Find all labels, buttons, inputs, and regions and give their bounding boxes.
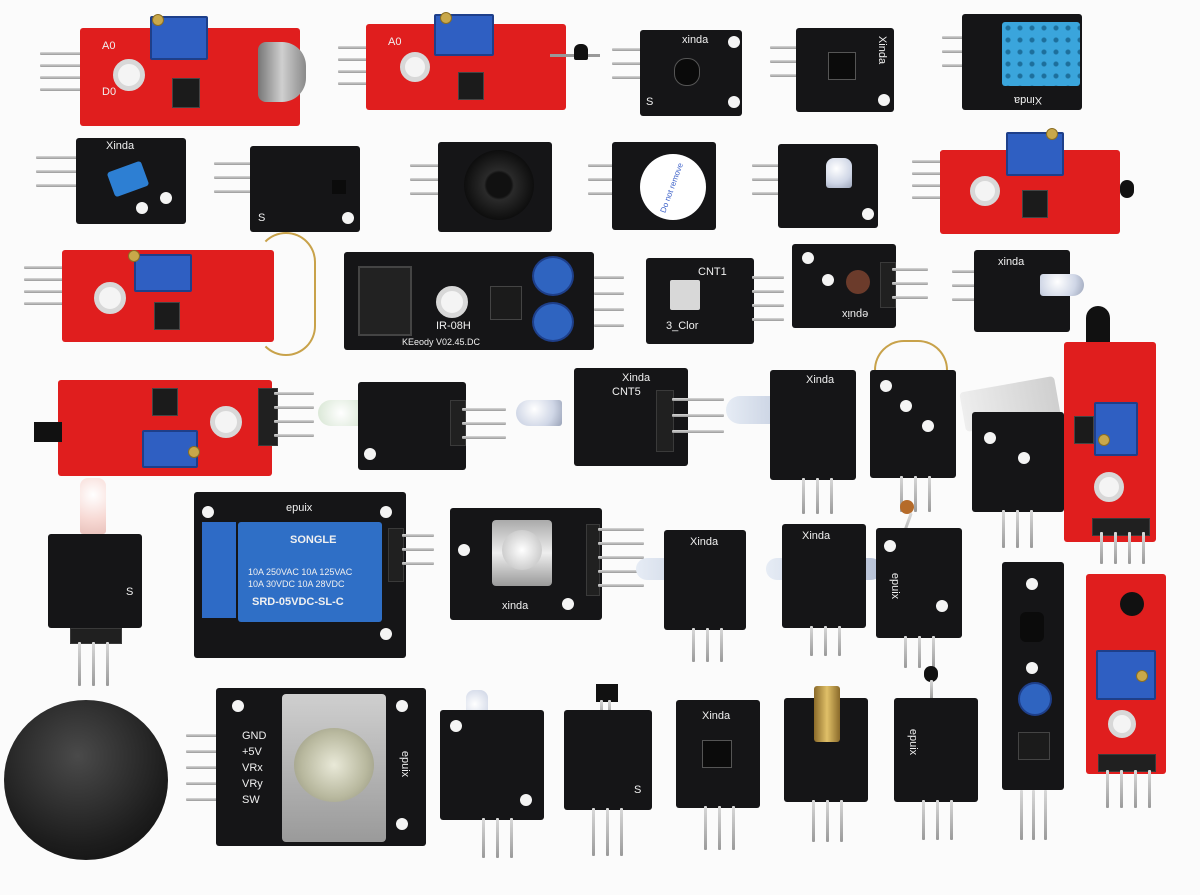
- cnt5-label: CNT5: [612, 386, 641, 398]
- brand-label: xinda: [998, 256, 1025, 268]
- hall-sensor-module-2: S: [562, 684, 654, 858]
- ir-obstacle-module: IR-08H KEeody V02.45.DC: [344, 252, 624, 352]
- brand-label: Xinda: [802, 530, 831, 542]
- ir-emitter-module: Xinda CNT5: [516, 368, 726, 466]
- photoresistor-module-2: xinda: [952, 250, 1092, 334]
- brand-label: Xinda: [622, 372, 651, 384]
- reed-switch-module: [24, 232, 324, 358]
- rgb-board-label: CNT1: [698, 266, 727, 278]
- brand-label: Xinda: [690, 536, 719, 548]
- mercury-switch-module: [958, 372, 1070, 548]
- relay-logo: SONGLE: [290, 534, 337, 546]
- thermistor-module: [912, 126, 1148, 236]
- relay-body: [238, 522, 382, 622]
- brand-label: epuix: [889, 572, 902, 600]
- brand-label: epuix: [907, 728, 920, 756]
- brand-label: epuix: [842, 308, 869, 320]
- rotary-encoder-module: xinda: [450, 508, 646, 622]
- pin-label-d0: D0: [102, 86, 117, 98]
- hall-magnetic-module: S: [214, 146, 364, 232]
- brand-label: Xinda: [702, 710, 731, 722]
- flame-sensor-red-module: [1064, 306, 1160, 564]
- brand-label: epuix: [399, 750, 412, 778]
- dht11-humidity-module: Xinda: [942, 14, 1094, 110]
- two-color-led-module: [318, 380, 508, 474]
- line-tracking-module: [1002, 562, 1066, 842]
- microphone-capsule: [258, 42, 306, 102]
- rgb-board-name: 3_Clor: [666, 320, 699, 332]
- digital-temperature-module: A0: [338, 12, 600, 114]
- small-led-module: [440, 690, 546, 860]
- pin-label-s: S: [126, 586, 134, 598]
- ir-receiver-module: xinda S: [612, 30, 742, 120]
- pin-label-a0-2: A0: [388, 36, 402, 48]
- rgb-smd-led-module: CNT1 3_Clor: [646, 258, 786, 344]
- relay-module: epuix SONGLE 10A 250VAC 10A 125VAC 10A 3…: [194, 492, 434, 658]
- mercury-tilt-module: Xinda: [36, 136, 188, 228]
- laser-module-row4: Xinda: [726, 368, 860, 514]
- ir-board-version: KEeody V02.45.DC: [402, 337, 481, 347]
- pin-label-a0: A0: [102, 40, 116, 52]
- dht11-sensor-body: [1002, 22, 1080, 86]
- brand-label: Xinda: [876, 35, 889, 65]
- ir-receiver-module-2: Xinda: [676, 700, 762, 852]
- active-buzzer-module: Do not remove: [588, 142, 718, 232]
- relay-spec-1: 10A 250VAC 10A 125VAC: [248, 567, 353, 577]
- pin-label-s: S: [258, 212, 266, 224]
- reed-glass-wire: [256, 232, 316, 356]
- two-color-led-vertical-module: S: [46, 478, 144, 686]
- temp-sensor-module: epuix: [894, 666, 980, 842]
- relay-brand: epuix: [286, 502, 313, 514]
- light-blocking-red-module: [34, 370, 314, 482]
- photoresistor-leg-module: epuix: [874, 500, 966, 668]
- joystick-pin-sw: SW: [242, 794, 260, 806]
- photo-interrupter-module-1: Xinda: [636, 528, 750, 662]
- brand-label: xinda: [502, 600, 529, 612]
- buzzer-sticker: [640, 154, 706, 220]
- joystick-pin-5v: +5V: [242, 746, 262, 758]
- brand-label: Xinda: [106, 140, 135, 152]
- laser-head: [814, 686, 840, 742]
- passive-buzzer-module: [410, 142, 552, 232]
- laser-module: [784, 686, 870, 842]
- joystick-pin-vrx: VRx: [242, 762, 263, 774]
- ir-board-label: IR-08H: [436, 320, 471, 332]
- pin-label-s: S: [634, 784, 642, 796]
- screw-terminal: [202, 522, 236, 618]
- relay-model: SRD-05VDC-SL-C: [252, 596, 344, 608]
- joystick-module: GND +5V VRx VRy SW epuix: [186, 688, 428, 848]
- joystick-pin-vry: VRy: [242, 778, 263, 790]
- brand-label: Xinda: [1014, 94, 1043, 106]
- brand-label: Xinda: [806, 374, 835, 386]
- sound-small-red-module: [1086, 574, 1168, 808]
- sound-sensor-module: A0 D0: [40, 14, 320, 126]
- knock-sensor-module: epuix: [792, 244, 932, 330]
- pin-label-s: S: [646, 96, 654, 108]
- buzzer-body: [464, 150, 534, 220]
- joystick-pin-gnd: GND: [242, 730, 267, 742]
- joystick-cap: [4, 700, 168, 860]
- tilt-switch-module: Xinda: [770, 28, 896, 116]
- photo-interrupter-module-2: Xinda: [766, 522, 884, 656]
- brand-label: xinda: [682, 34, 709, 46]
- relay-spec-2: 10A 30VDC 10A 28VDC: [248, 579, 345, 589]
- reed-small-module: [870, 340, 960, 512]
- photoresistor-module-1: [752, 144, 880, 232]
